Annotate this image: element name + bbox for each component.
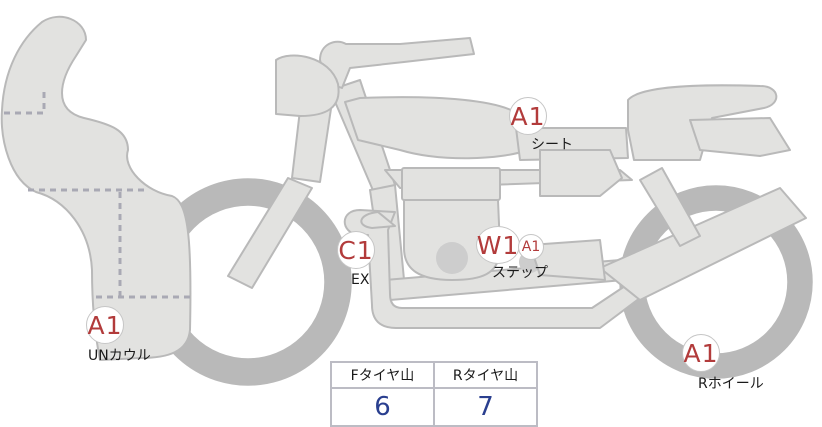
ex-grade: C1 (338, 235, 374, 265)
front-cowl (0, 15, 192, 361)
step-label: ステップ (492, 265, 548, 281)
tail (689, 117, 791, 157)
tire-tread-table: Fタイヤ山 Rタイヤ山 6 7 (330, 361, 538, 427)
cowl-grade-marker: A1 (86, 306, 124, 344)
headlight (275, 54, 340, 117)
rear-tire-value: 7 (433, 387, 538, 427)
rear-wheel-grade: A1 (683, 338, 719, 368)
ex-grade-marker: C1 (337, 231, 375, 269)
front-tire-value: 6 (330, 387, 435, 427)
cowl-grade: A1 (87, 310, 123, 340)
step-grade-marker: W1 (476, 226, 520, 264)
step-grade-sub: A1 (521, 239, 541, 255)
engine-top (401, 167, 501, 201)
seat-grade: A1 (510, 101, 546, 131)
cowl-label: UNカウル (88, 348, 151, 364)
front-tire-header: Fタイヤ山 (330, 361, 435, 389)
seat-grade-marker: A1 (509, 97, 547, 135)
rear-wheel-grade-marker: A1 (682, 334, 720, 372)
rear-wheel-label: Rホイール (698, 376, 764, 392)
swingarm (599, 187, 807, 301)
step-grade-main: W1 (476, 230, 520, 260)
rear-tire-header: Rタイヤ山 (433, 361, 538, 389)
ex-label: EX (351, 272, 370, 288)
front-fork (227, 177, 313, 289)
handlebar (319, 37, 475, 89)
seat-label: シート (531, 137, 573, 153)
step-sub-grade-marker: A1 (518, 234, 544, 260)
